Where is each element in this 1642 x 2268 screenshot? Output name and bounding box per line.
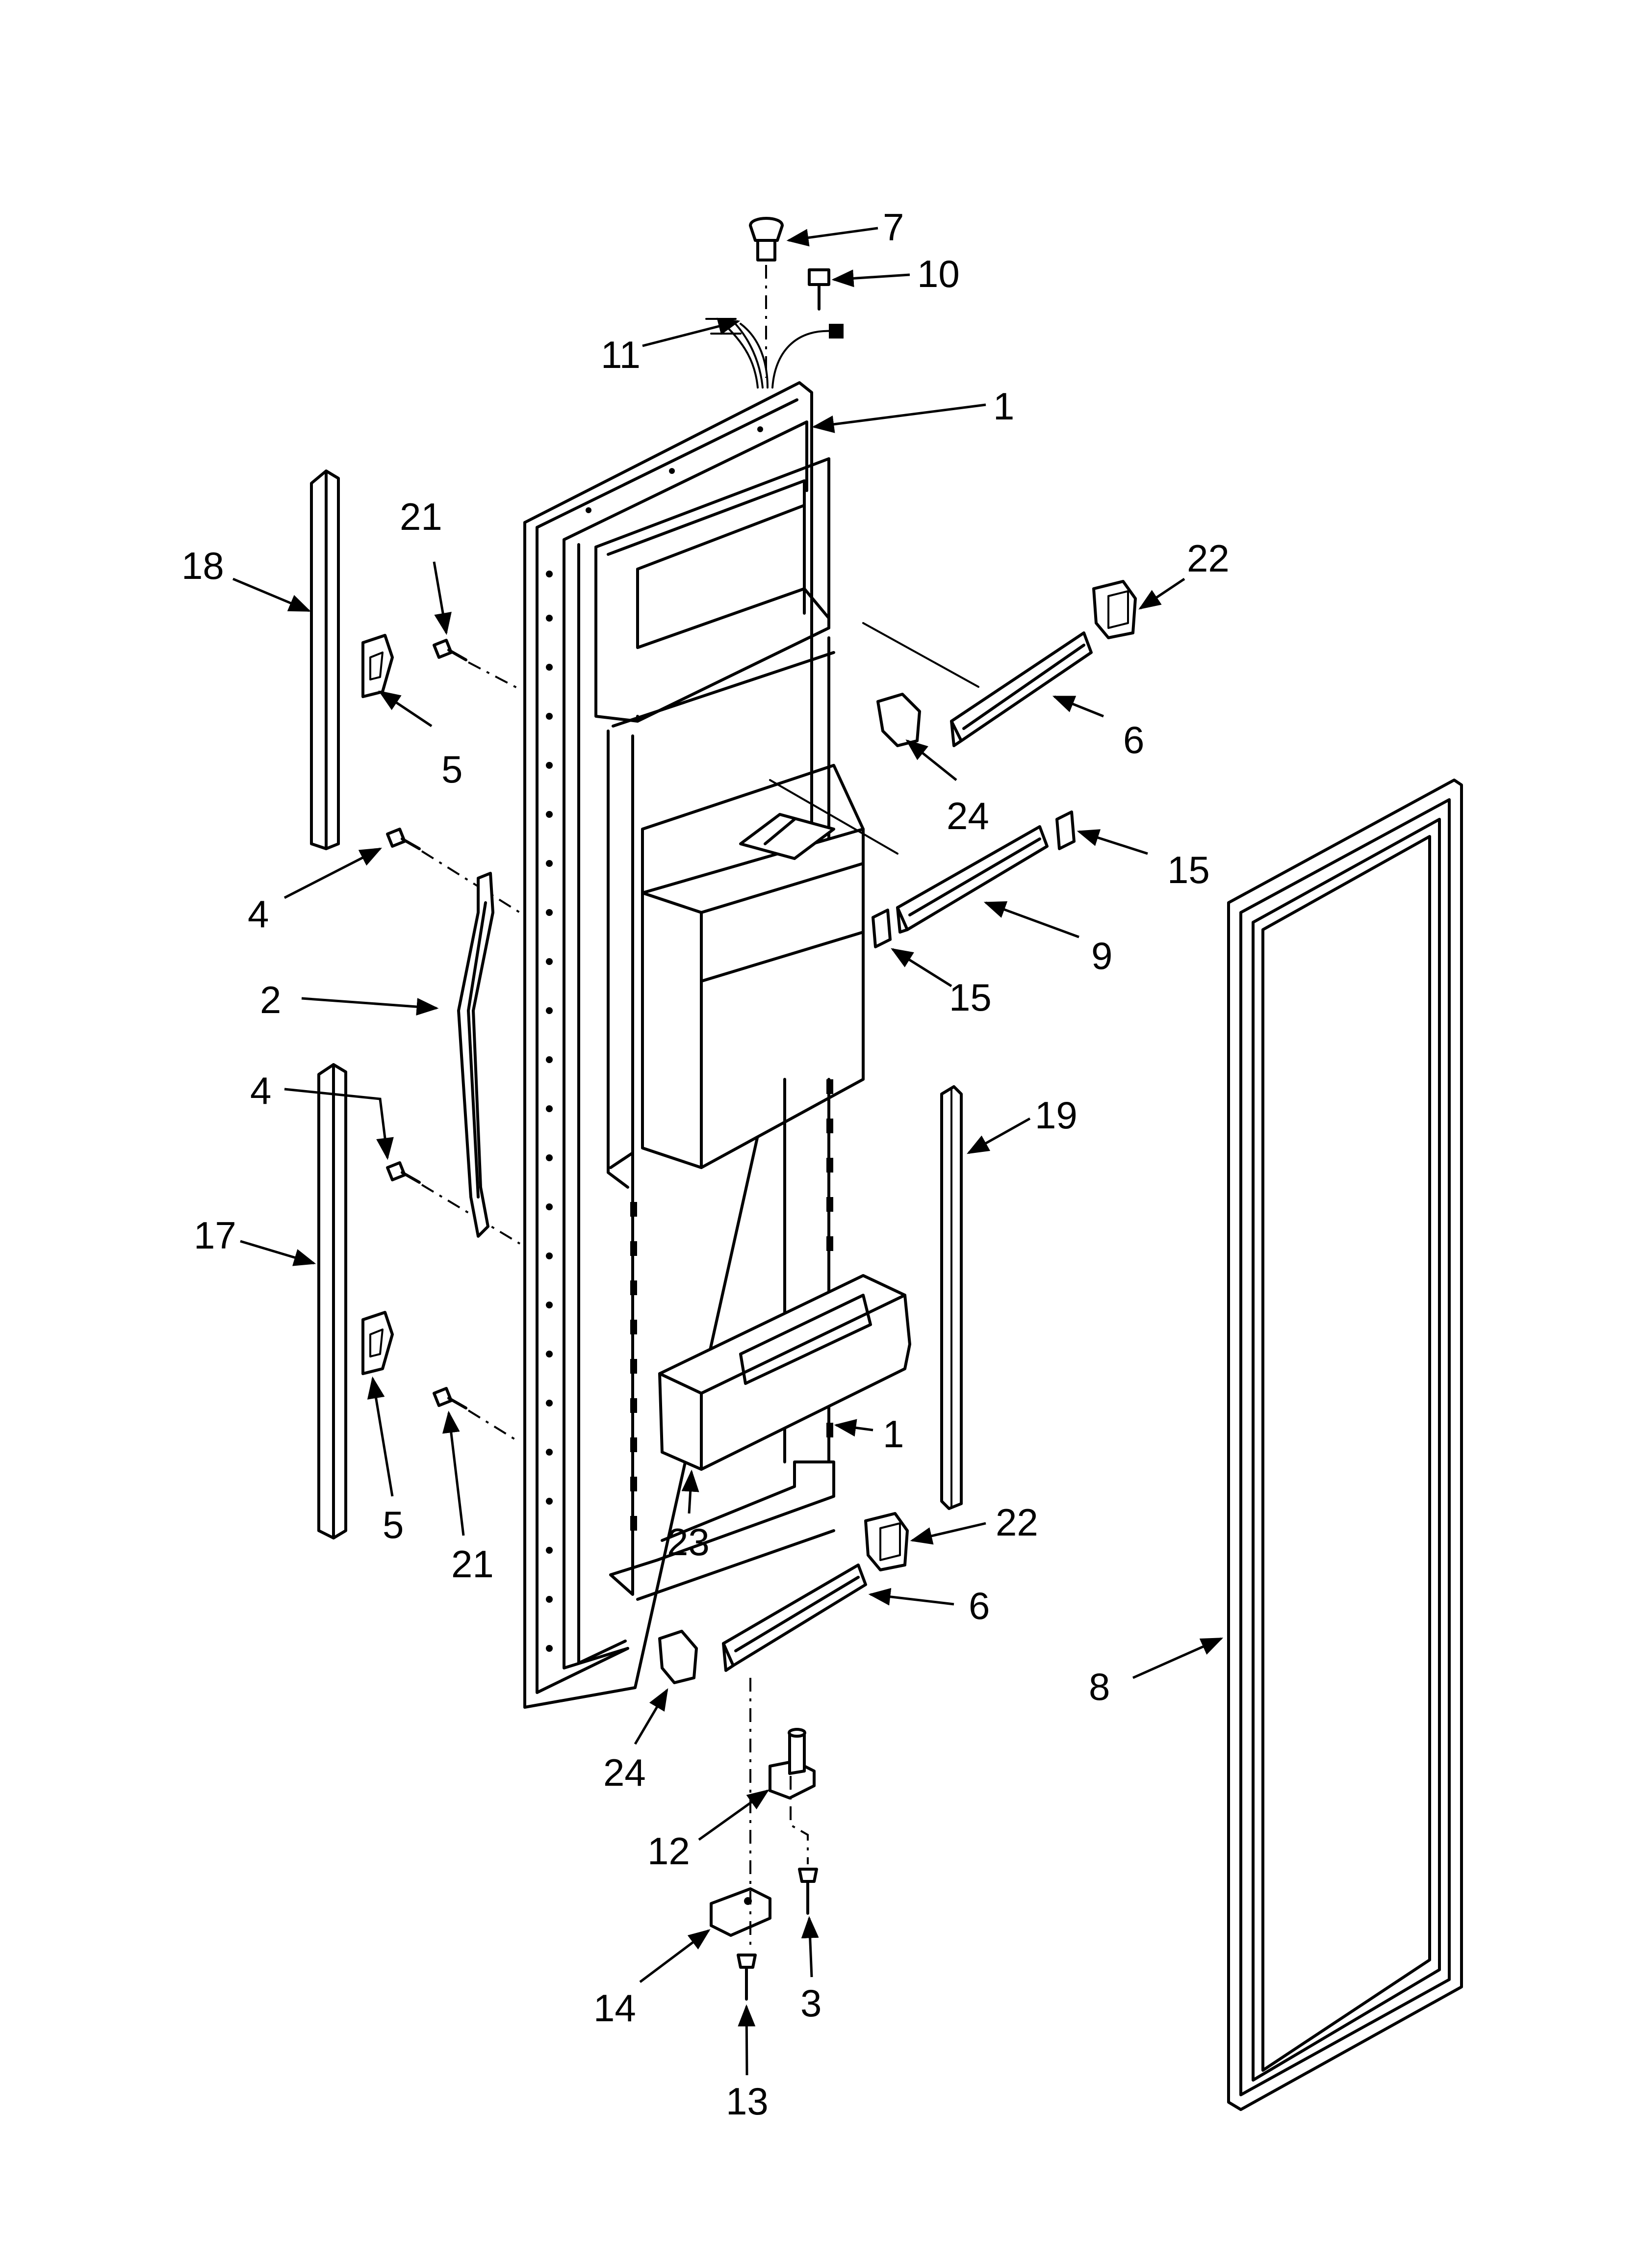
callout-7: 7 <box>883 206 904 249</box>
callout-21-top: 21 <box>400 495 442 538</box>
callout-9: 9 <box>1091 934 1112 977</box>
top-screw <box>808 268 830 311</box>
callout-2: 2 <box>260 978 281 1021</box>
callout-24-bottom: 24 <box>603 1751 646 1794</box>
screw-13 <box>737 1954 757 2001</box>
callout-labels: 7 10 11 1 21 18 22 5 6 24 15 4 9 15 2 4 … <box>181 206 1230 2123</box>
callout-5-bottom: 5 <box>383 1503 404 1546</box>
wire-harness <box>705 318 844 389</box>
bracket-22-bottom <box>864 1512 909 1571</box>
callout-6-bottom: 6 <box>969 1584 990 1627</box>
callout-17: 17 <box>194 1214 236 1257</box>
callout-8: 8 <box>1089 1665 1110 1708</box>
door-assembly <box>523 381 865 1709</box>
screw-dashes <box>421 661 521 1443</box>
callout-24-top: 24 <box>947 794 989 837</box>
screw-3 <box>798 1868 818 1915</box>
callout-3: 3 <box>800 1981 821 2025</box>
hinge-12 <box>769 1728 816 1799</box>
callout-19: 19 <box>1035 1094 1078 1137</box>
callout-5-top: 5 <box>441 748 462 791</box>
trim-strip-17 <box>317 1063 347 1539</box>
end-cap-15-right <box>1055 810 1076 850</box>
clip-5-bottom <box>361 1311 394 1375</box>
door-edge-holes <box>546 426 763 1652</box>
clip-24-top <box>876 693 921 747</box>
callout-23: 23 <box>667 1520 710 1564</box>
guide-lines <box>769 622 979 855</box>
strip-19 <box>940 1085 963 1510</box>
callout-18: 18 <box>181 544 224 587</box>
lower-rail-slots <box>630 1079 833 1531</box>
hinge-block-14 <box>710 1887 771 1937</box>
callout-1-top: 1 <box>993 385 1014 428</box>
callout-4-top: 4 <box>248 892 269 936</box>
callout-13: 13 <box>726 2080 769 2123</box>
clip-5-top <box>361 634 394 698</box>
trim-strip-18 <box>310 469 340 850</box>
callout-11: 11 <box>601 333 641 376</box>
clip-24-bottom <box>658 1630 698 1684</box>
callout-15-right: 15 <box>1167 848 1210 891</box>
door-handle <box>457 872 494 1238</box>
leader-arrows <box>232 227 1224 2076</box>
callout-4-bottom: 4 <box>250 1069 271 1112</box>
door-bin-23 <box>658 1274 911 1471</box>
callout-22-bottom: 22 <box>996 1501 1038 1544</box>
callout-6-top: 6 <box>1123 718 1144 761</box>
light-bulb-socket <box>749 217 784 261</box>
hinge-dashes <box>749 1678 809 1950</box>
callout-14: 14 <box>593 1986 636 2030</box>
callout-21-bottom: 21 <box>451 1542 494 1586</box>
rail-6-top <box>950 631 1093 747</box>
callout-10: 10 <box>917 252 960 295</box>
rail-9 <box>896 825 1049 934</box>
callout-15-left: 15 <box>949 976 992 1019</box>
callout-12: 12 <box>647 1829 690 1873</box>
end-cap-15-left <box>872 909 892 948</box>
callout-1-bottom: 1 <box>883 1412 904 1456</box>
screws <box>386 639 467 1409</box>
bracket-22-top <box>1092 580 1137 639</box>
callout-22-top: 22 <box>1187 537 1230 580</box>
rail-6-bottom <box>722 1564 867 1672</box>
door-gasket <box>1227 779 1463 2111</box>
